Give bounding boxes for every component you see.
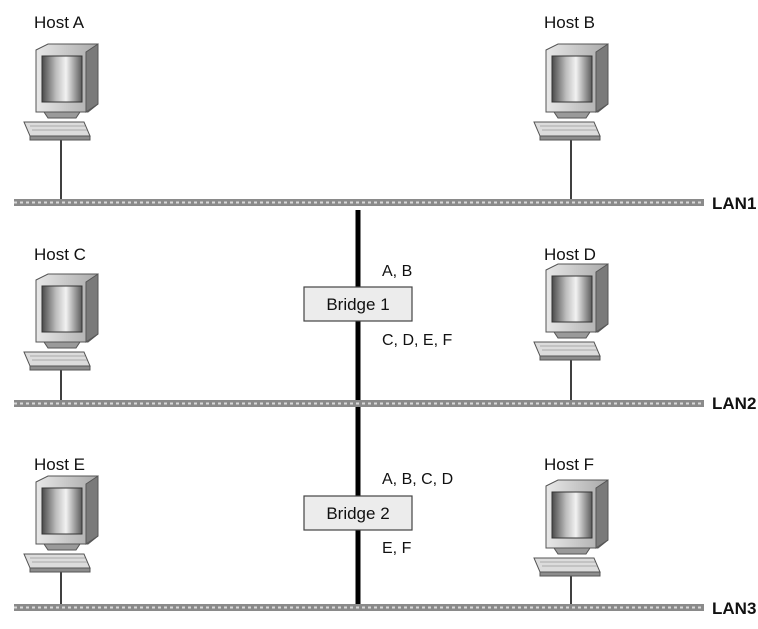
lan3-label: LAN3 [712,599,756,618]
bridge-2: Bridge 2 A, B, C, D E, F [303,471,453,557]
host-d: Host D [533,245,609,361]
bridge-2-upper-forwarding: A, B, C, D [382,471,453,488]
bridge-2-label: Bridge 2 [326,504,389,523]
desktop-computer-icon [23,43,99,141]
host-f-label: Host F [544,455,594,474]
host-e-label: Host E [34,455,85,474]
bridge-1-lower-forwarding: C, D, E, F [382,332,452,349]
desktop-computer-icon [533,479,609,577]
lan1-label: LAN1 [712,194,756,213]
host-a-label: Host A [34,13,85,32]
bridge-1: Bridge 1 A, B C, D, E, F [303,263,452,349]
desktop-computer-icon [23,273,99,371]
lan2-segment [14,400,704,407]
host-b: Host B [533,13,609,141]
host-d-label: Host D [544,245,596,264]
lan2-label: LAN2 [712,394,756,413]
host-a: Host A [23,13,99,141]
lan3-segment [14,604,704,611]
desktop-computer-icon [533,263,609,361]
host-c: Host C [23,245,99,371]
lan1-segment [14,199,704,206]
desktop-computer-icon [533,43,609,141]
host-b-label: Host B [544,13,595,32]
host-f: Host F [533,455,609,577]
bridge-2-lower-forwarding: E, F [382,540,412,557]
desktop-computer-icon [23,475,99,573]
host-c-label: Host C [34,245,86,264]
bridge-2-box [303,495,413,531]
bridge-1-box [303,286,413,322]
host-e: Host E [23,455,99,573]
bridge-1-label: Bridge 1 [326,295,389,314]
bridge-1-upper-forwarding: A, B [382,263,412,280]
